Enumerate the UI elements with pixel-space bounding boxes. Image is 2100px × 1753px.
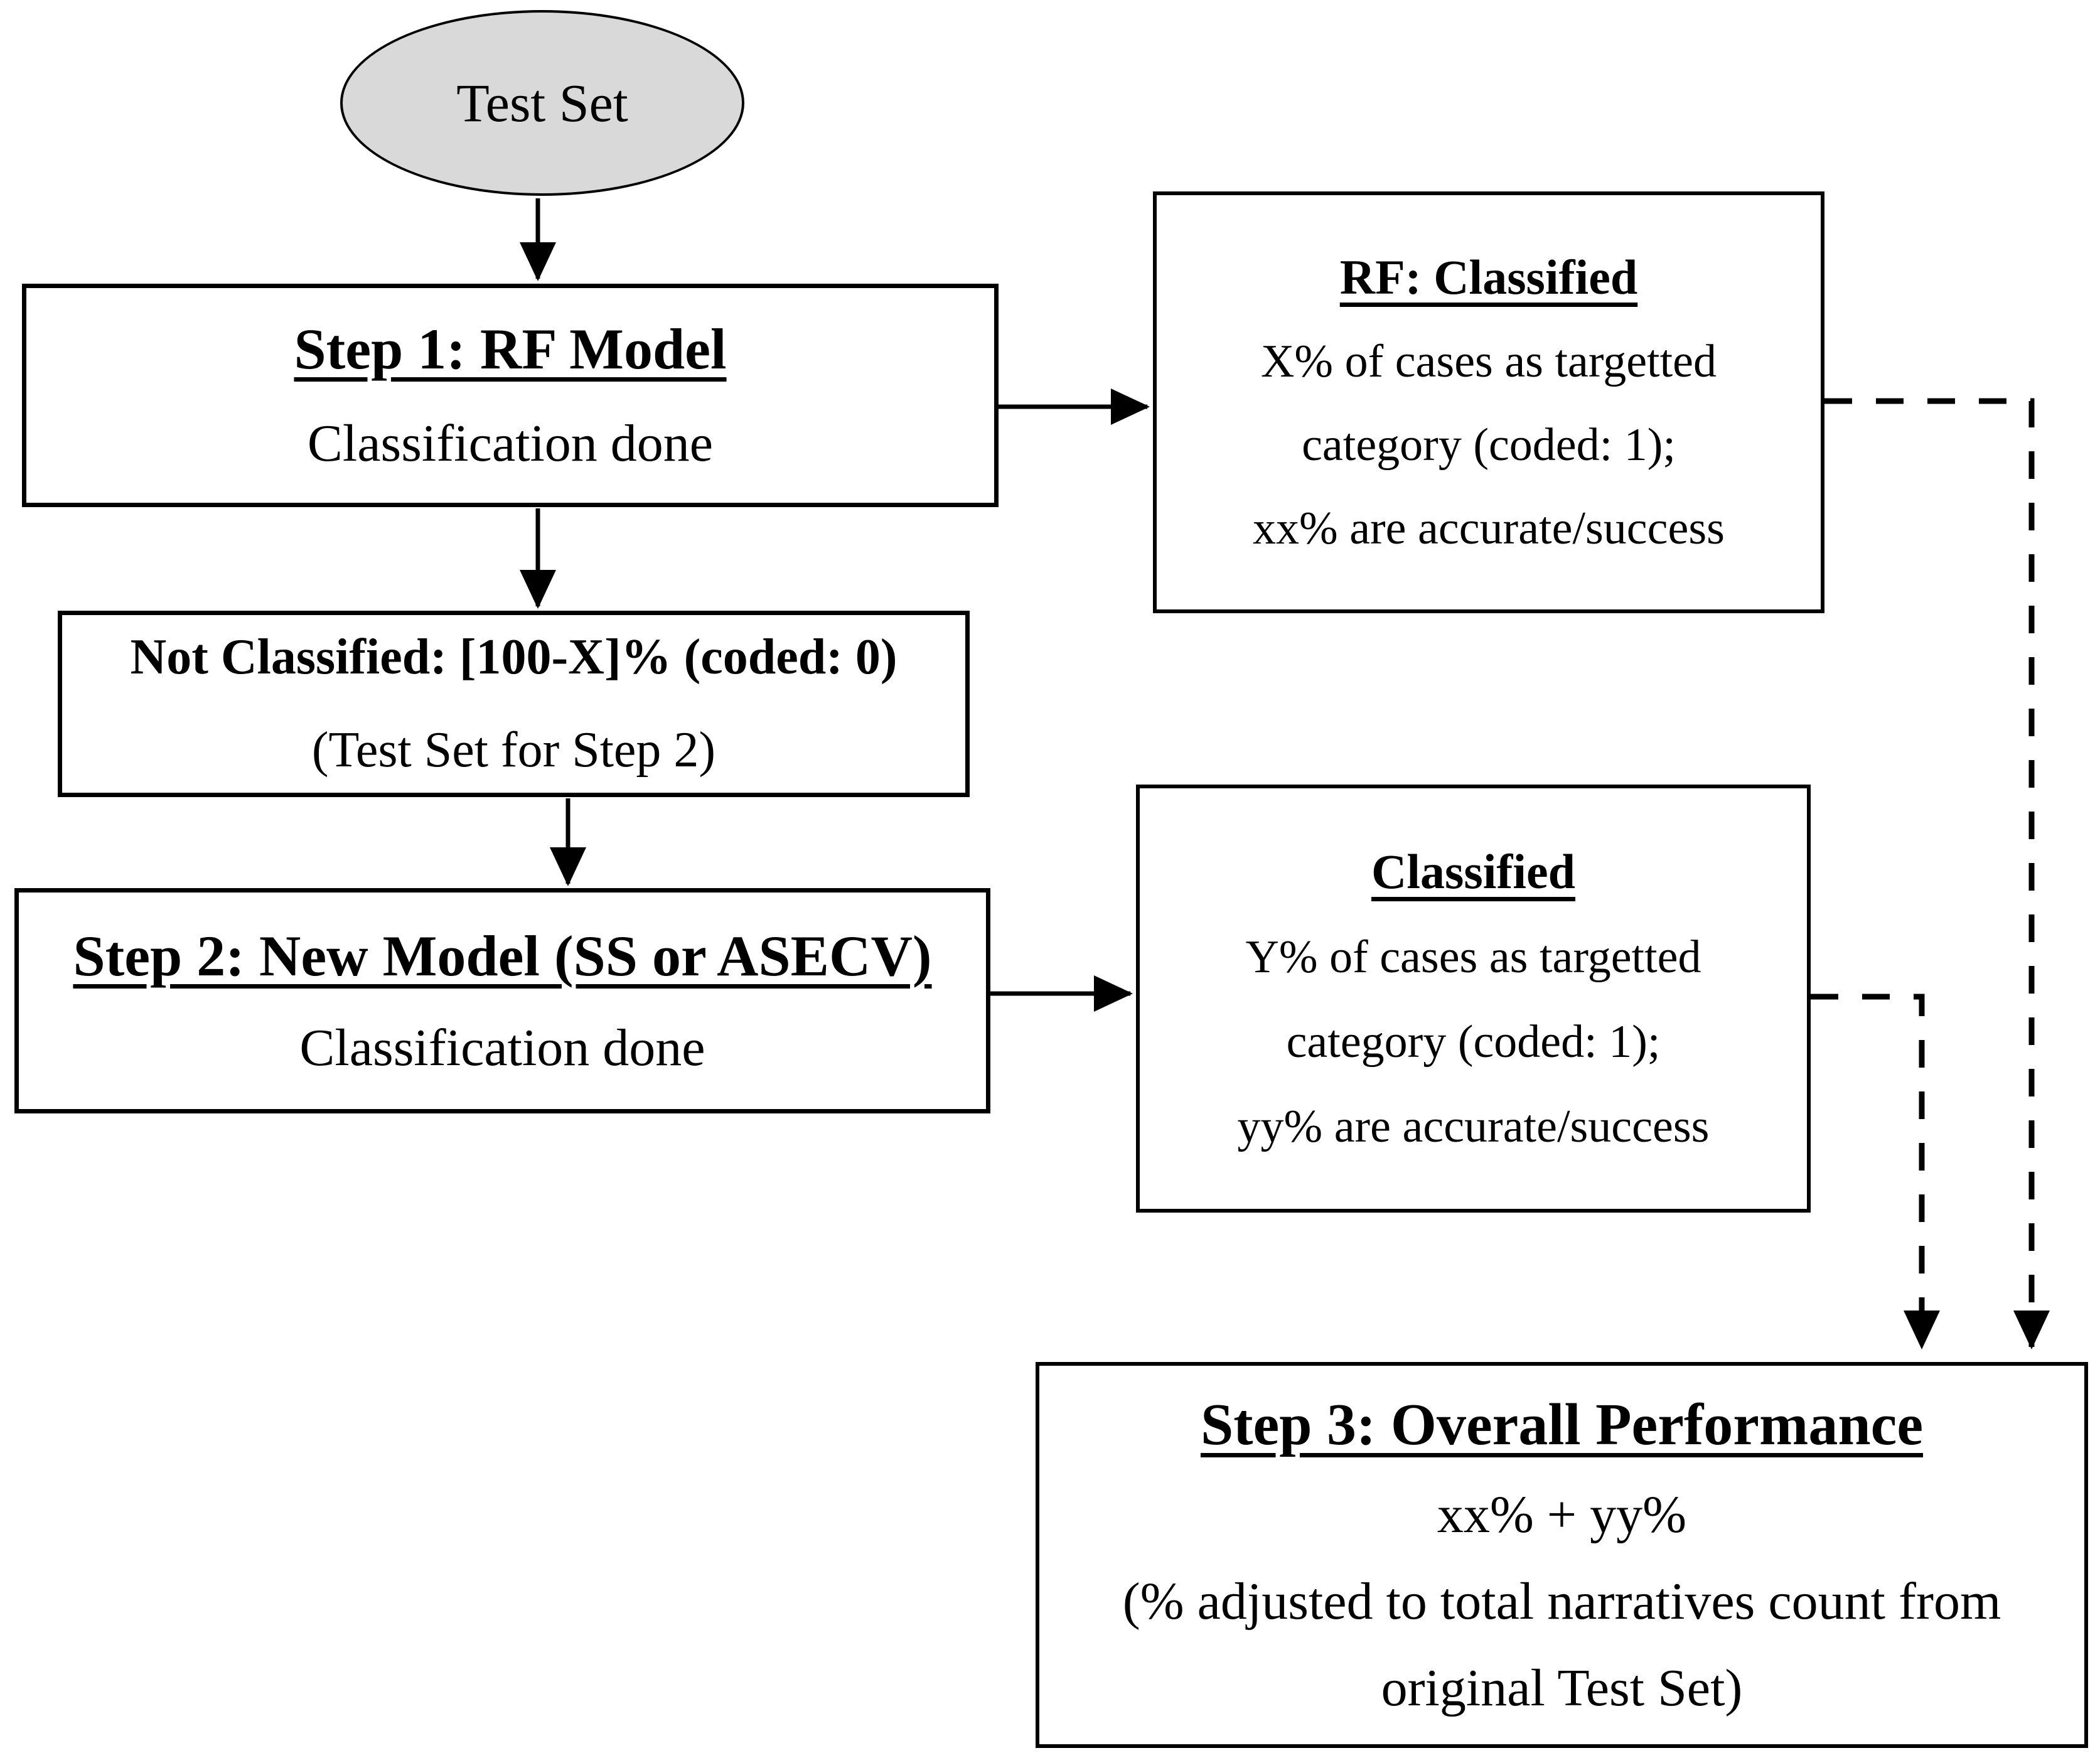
step2-new-model-node: Step 2: New Model (SS or ASECV) Classifi… (14, 888, 990, 1113)
dashed-arrow-classified-to-step3 (1811, 994, 1940, 1349)
step3-title: Step 3: Overall Performance (1200, 1391, 1924, 1457)
dashed-arrow-rf-classified-to-step3 (1824, 398, 2050, 1349)
step1-title: Step 1: RF Model (294, 317, 727, 382)
step3-overall-performance-node: Step 3: Overall Performance xx% + yy% (%… (1036, 1362, 2088, 1748)
rf-classified-node: RF: Classified X% of cases as targetted … (1153, 191, 1824, 613)
step3-line3: original Test Set) (1381, 1659, 1743, 1718)
classified-node: Classified Y% of cases as targetted cate… (1136, 785, 1811, 1213)
step1-rf-model-node: Step 1: RF Model Classification done (22, 284, 999, 507)
step2-title: Step 2: New Model (SS or ASECV) (73, 923, 932, 988)
test-set-label: Test Set (456, 73, 628, 133)
step3-line2: (% adjusted to total narratives count fr… (1122, 1572, 2001, 1631)
classified-line2: category (coded: 1); (1286, 1016, 1661, 1068)
rf-classified-line3: xx% are accurate/success (1253, 503, 1725, 555)
step2-body: Classification done (299, 1018, 705, 1077)
classified-line3: yy% are accurate/success (1237, 1101, 1710, 1153)
rf-classified-line2: category (coded: 1); (1302, 419, 1676, 471)
classified-line1: Y% of cases as targetted (1245, 931, 1701, 984)
step1-body: Classification done (307, 414, 714, 473)
not-classified-node: Not Classified: [100-X]% (coded: 0) (Tes… (58, 611, 970, 797)
not-classified-line1: Not Classified: [100-X]% (coded: 0) (130, 629, 897, 685)
classified-title: Classified (1371, 844, 1576, 899)
not-classified-line2: (Test Set for Step 2) (311, 722, 716, 778)
step3-line1: xx% + yy% (1437, 1486, 1687, 1545)
rf-classified-line1: X% of cases as targetted (1260, 336, 1717, 388)
test-set-node: Test Set (340, 10, 744, 196)
rf-classified-title: RF: Classified (1339, 250, 1638, 304)
